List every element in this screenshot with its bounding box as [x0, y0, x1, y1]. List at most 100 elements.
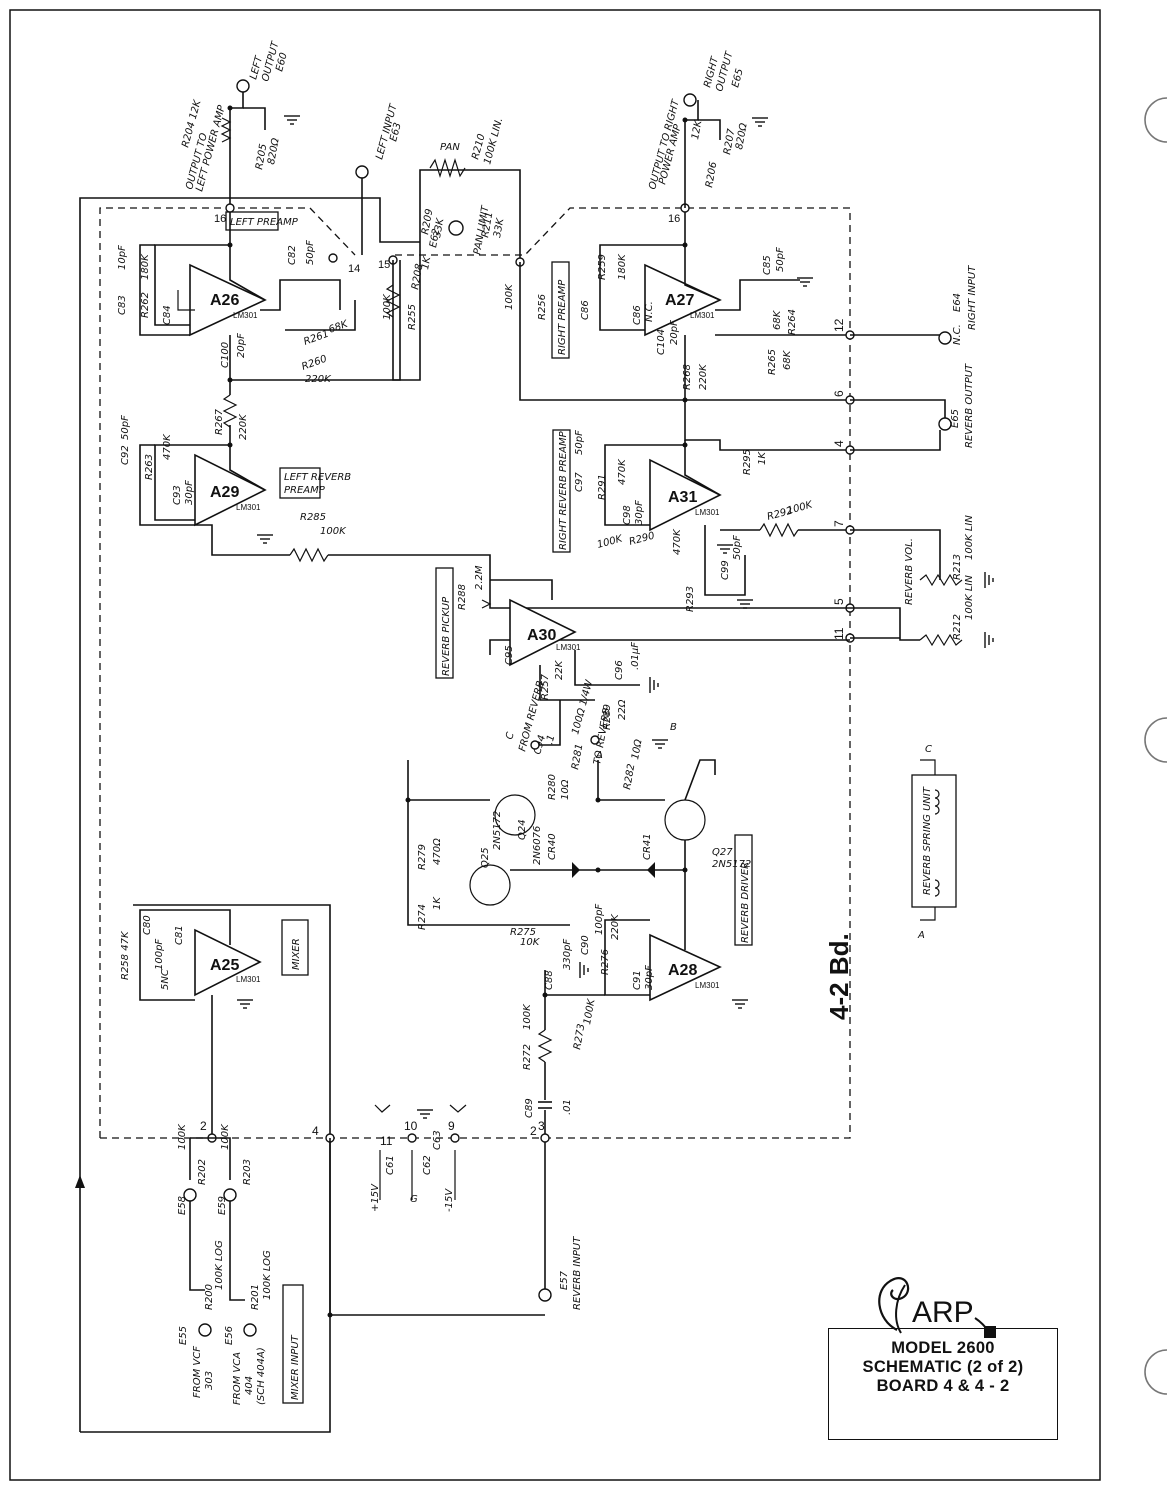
svg-text:R212: R212	[952, 614, 963, 640]
svg-text:R273: R273	[572, 1023, 587, 1051]
svg-text:20pF: 20pF	[669, 320, 680, 345]
svg-text:E63: E63	[388, 122, 404, 143]
svg-text:30pF: 30pF	[634, 500, 645, 525]
svg-text:A27: A27	[665, 292, 694, 309]
svg-text:R290: R290	[628, 531, 656, 548]
svg-text:33K: 33K	[432, 216, 446, 238]
svg-text:R206: R206	[704, 161, 719, 189]
svg-text:R262: R262	[140, 292, 151, 318]
svg-text:E57: E57	[559, 1270, 570, 1290]
svg-text:220K: 220K	[238, 413, 249, 440]
svg-text:REVERB INPUT: REVERB INPUT	[572, 1236, 583, 1310]
svg-text:E55: E55	[178, 1326, 189, 1345]
svg-text:C: C	[925, 744, 932, 755]
svg-text:16: 16	[668, 213, 680, 225]
svg-text:Q27: Q27	[712, 847, 733, 858]
svg-text:R260: R260	[300, 354, 328, 373]
svg-text:CR40: CR40	[547, 833, 558, 860]
opamp-a31	[649, 458, 722, 532]
svg-text:N.C.: N.C.	[952, 324, 963, 345]
svg-text:C80: C80	[142, 915, 153, 935]
svg-text:C: C	[504, 731, 516, 741]
junction-dots	[227, 105, 688, 1318]
svg-text:R200: R200	[204, 1284, 215, 1310]
jack-e56	[243, 1323, 257, 1337]
left-preamp-section: A26 LM301 LEFT PREAMP 16 C83 10pF R262 1…	[117, 150, 401, 385]
svg-text:10Ω: 10Ω	[560, 779, 571, 800]
svg-text:R255: R255	[407, 304, 418, 330]
svg-text:.1: .1	[544, 734, 557, 746]
svg-text:303: 303	[204, 1371, 215, 1390]
svg-text:5: 5	[832, 598, 846, 605]
svg-text:R288: R288	[457, 584, 468, 610]
svg-text:E64: E64	[952, 293, 963, 312]
title-model: MODEL 2600	[891, 1339, 995, 1357]
svg-text:C81: C81	[174, 925, 185, 945]
svg-text:E60: E60	[274, 52, 290, 73]
svg-text:R259: R259	[597, 254, 608, 280]
section-mixer-input: MIXER INPUT	[290, 1334, 301, 1400]
section-right-preamp: RIGHT PREAMP	[557, 279, 568, 355]
mixer-section: A25 LM301 R258 47K C80 100pF C81 5NC MIX…	[120, 909, 309, 1143]
svg-text:2: 2	[200, 1119, 207, 1133]
svg-text:820Ω: 820Ω	[734, 122, 750, 151]
svg-text:REVERB OUTPUT: REVERB OUTPUT	[964, 363, 975, 448]
svg-text:+15V: +15V	[370, 1183, 381, 1212]
svg-text:C93: C93	[172, 485, 183, 505]
svg-text:A29: A29	[210, 484, 239, 501]
svg-text:C95: C95	[504, 645, 515, 665]
reverb-spring-unit: REVERB SPRING UNIT C A	[911, 744, 957, 941]
svg-text:R209: R209	[420, 208, 435, 236]
svg-text:R280: R280	[547, 774, 558, 800]
svg-text:100K: 100K	[582, 997, 598, 1026]
svg-text:30pF: 30pF	[644, 965, 655, 990]
svg-text:C92: C92	[120, 445, 131, 465]
svg-text:4: 4	[832, 440, 846, 447]
svg-text:R207: R207	[722, 127, 737, 155]
svg-text:15: 15	[378, 259, 390, 271]
svg-text:R208: R208	[410, 263, 425, 291]
svg-text:180K: 180K	[617, 253, 628, 280]
svg-text:220K: 220K	[698, 363, 709, 390]
transistor-q24	[494, 794, 536, 836]
svg-text:C85: C85	[762, 255, 773, 275]
svg-text:R276: R276	[600, 949, 611, 975]
svg-text:220K: 220K	[305, 374, 332, 385]
svg-text:2: 2	[530, 1124, 537, 1138]
mixer-input-section: E58 100K R202 E59 100K R203 R200 100K LO…	[177, 1123, 583, 1405]
svg-text:A25: A25	[210, 957, 239, 974]
svg-text:C100: C100	[220, 342, 231, 368]
svg-text:C62: C62	[422, 1155, 433, 1175]
opamp-a26	[189, 263, 267, 337]
svg-text:PAN: PAN	[440, 142, 460, 153]
svg-text:C82: C82	[287, 245, 298, 265]
svg-text:E58: E58	[177, 1196, 188, 1215]
svg-text:2N5172: 2N5172	[492, 811, 503, 850]
svg-text:C90: C90	[580, 935, 591, 955]
svg-text:10: 10	[404, 1119, 418, 1133]
edge-pins-right: 6 4 7 5 11 E65 REVERB OUTPUT R213 100K L…	[489, 363, 994, 655]
svg-text:LM301: LM301	[236, 503, 261, 512]
svg-text:R275: R275	[510, 927, 536, 938]
opamp-a27	[644, 263, 722, 337]
svg-text:R281: R281	[570, 743, 585, 771]
svg-text:R265: R265	[767, 349, 778, 375]
svg-text:R293: R293	[685, 586, 696, 612]
svg-text:E62: E62	[428, 228, 442, 249]
left-reverb-preamp-section: R267 220K A29 LM301 C92 50pF R263 470K C…	[120, 380, 491, 580]
reverb-pickup-section: A30 LM301 R288 2.2M REVERB PICKUP C95 R2…	[435, 565, 677, 761]
svg-text:LM301: LM301	[695, 981, 720, 990]
right-reverb-preamp-section: A31 LM301 C97 50pF R291 470K C98 30pF RI…	[552, 400, 850, 612]
svg-text:C89: C89	[524, 1098, 535, 1118]
svg-text:R202: R202	[197, 1159, 208, 1185]
svg-text:470K: 470K	[672, 528, 683, 555]
svg-text:404: 404	[244, 1376, 255, 1395]
svg-text:9: 9	[448, 1119, 455, 1133]
svg-text:C91: C91	[632, 970, 643, 990]
svg-text:R279: R279	[417, 844, 428, 870]
svg-text:5NC: 5NC	[160, 969, 171, 990]
svg-text:C88: C88	[544, 970, 555, 990]
svg-text:C104: C104	[656, 329, 667, 355]
svg-text:.01μF: .01μF	[630, 642, 641, 670]
